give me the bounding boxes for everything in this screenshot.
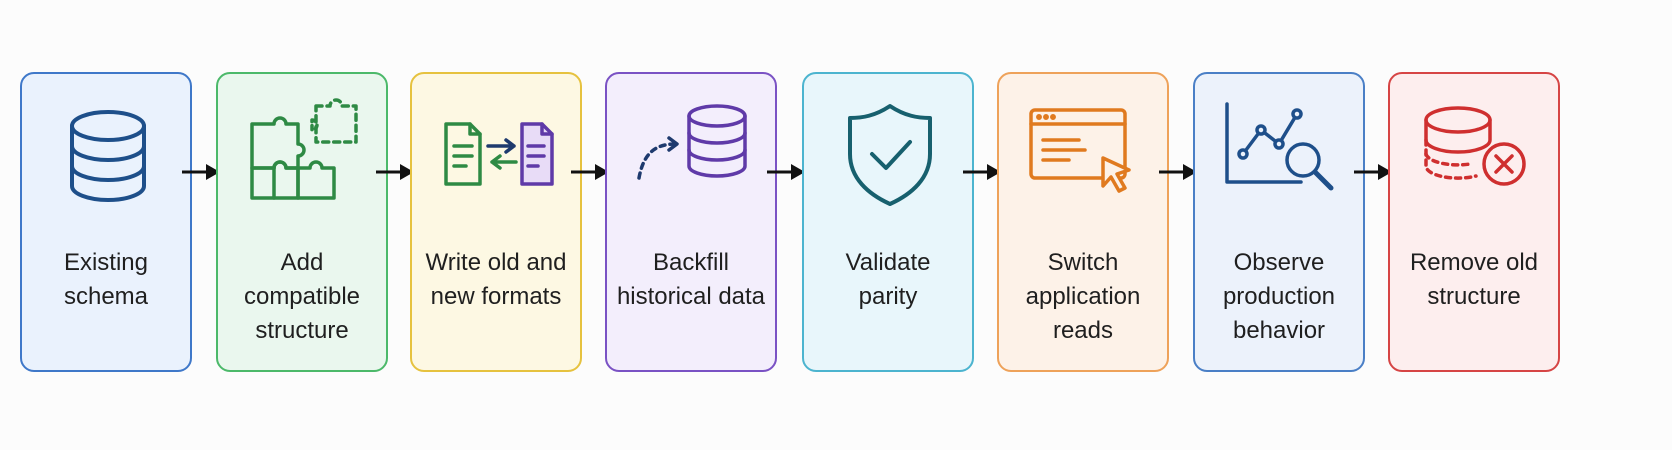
step-label: Switch application reads — [1025, 249, 1141, 344]
icon-stroke — [70, 110, 146, 202]
database-icon — [70, 110, 146, 202]
arrow-icon — [182, 164, 220, 180]
browser-cursor-icon — [1029, 108, 1131, 193]
step-label: Remove old structure — [1409, 249, 1539, 310]
step-card-backfill-historical-data: Backfill historical data — [605, 72, 777, 372]
step-label: Validate parity — [845, 249, 931, 310]
step-label: Add compatible structure — [243, 249, 361, 344]
puzzle-icon — [250, 98, 358, 200]
arrow-icon — [767, 164, 805, 180]
arrow-icon — [571, 164, 609, 180]
step-label: Backfill historical data — [616, 249, 766, 310]
step-label: Observe production behavior — [1222, 249, 1336, 344]
arrow-icon — [1159, 164, 1197, 180]
step-card-existing-schema: Existing schema — [20, 72, 192, 372]
arrow-icon — [1354, 164, 1392, 180]
step-label: Existing schema — [63, 249, 149, 310]
database-remove-icon — [1424, 106, 1526, 186]
step-card-remove-old-structure: Remove old structure — [1388, 72, 1560, 372]
dual-write-icon — [444, 122, 554, 186]
step-card-observe-production-behavior: Observe production behavior — [1193, 72, 1365, 372]
step-card-validate-parity: Validate parity — [802, 72, 974, 372]
chart-magnifier-icon — [1225, 102, 1334, 191]
arrow-icon — [963, 164, 1001, 180]
step-card-add-compatible-structure: Add compatible structure — [216, 72, 388, 372]
step-card-switch-application-reads: Switch application reads — [997, 72, 1169, 372]
backfill-icon — [637, 104, 747, 180]
step-label: Write old and new formats — [425, 249, 567, 310]
step-card-write-old-and-new-formats: Write old and new formats — [410, 72, 582, 372]
shield-check-icon — [848, 104, 932, 206]
arrow-icon — [376, 164, 414, 180]
